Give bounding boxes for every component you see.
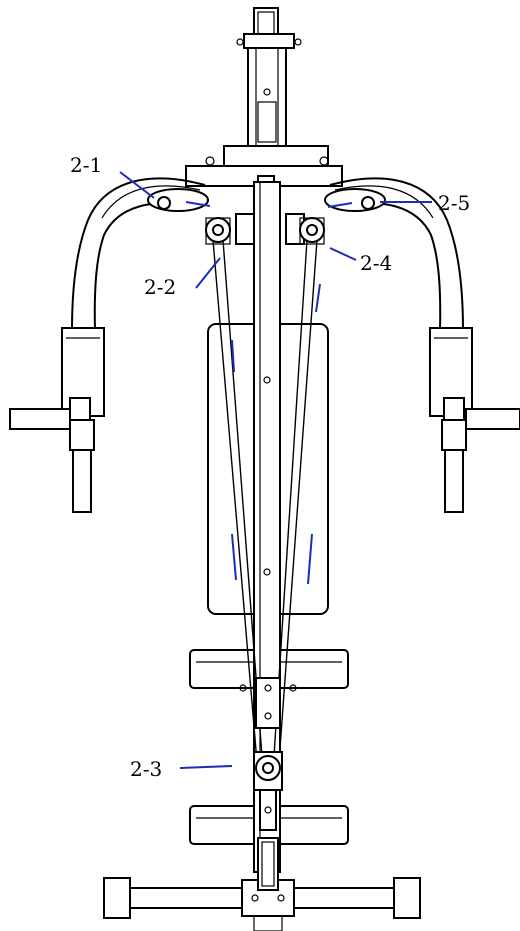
- callout-2-2: 2-2: [144, 275, 176, 299]
- leader-2-2: [195, 257, 221, 289]
- leader-2-1: [119, 171, 155, 199]
- callout-labels: 2-1 2-2 2-3 2-4 2-5: [70, 153, 470, 781]
- carriage-bracket: [239, 677, 297, 729]
- mark-cable-low-right: [307, 533, 313, 585]
- right-arm: [324, 177, 520, 513]
- base-frame: [103, 837, 421, 931]
- mark-cable-mid-left: [231, 339, 235, 373]
- callout-2-4: 2-4: [360, 251, 392, 275]
- top-tower: [236, 7, 302, 149]
- callout-2-1: 2-1: [70, 153, 102, 177]
- mark-cable-low-left: [231, 533, 237, 581]
- mark-cable-upper-right: [315, 283, 321, 313]
- mark-left-arm: [185, 201, 211, 207]
- left-arm: [9, 177, 209, 513]
- callout-2-3: 2-3: [130, 757, 162, 781]
- leader-lines: [119, 171, 432, 769]
- leader-2-3: [179, 765, 233, 769]
- mark-right-arm: [327, 202, 353, 208]
- cables: [212, 239, 318, 763]
- lower-pulley: [253, 751, 283, 831]
- leader-2-4: [329, 247, 357, 261]
- callout-2-5: 2-5: [438, 191, 470, 215]
